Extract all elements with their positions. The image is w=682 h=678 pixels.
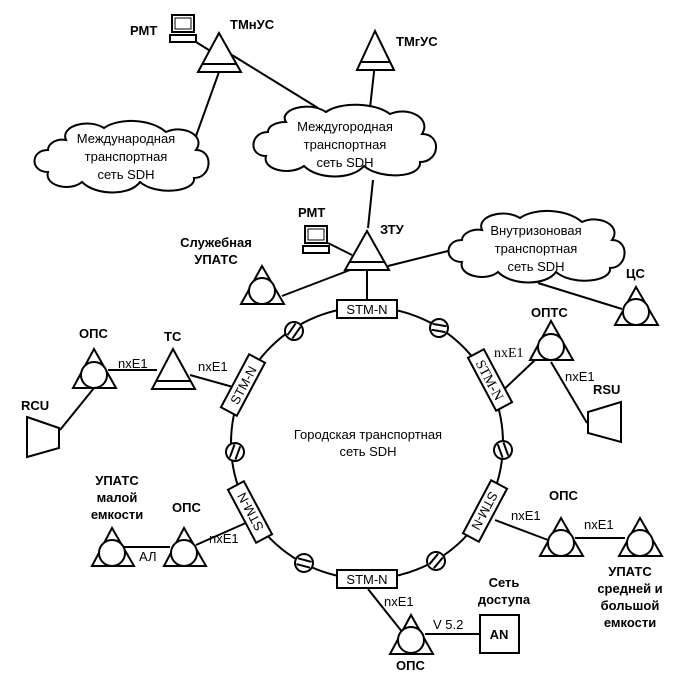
- link-label-nxe1: nxE1: [118, 356, 148, 371]
- cloud-international-line2: транспортная: [85, 149, 168, 164]
- regenerator-icon: [294, 553, 314, 573]
- cloud-international: Международная транспортная сеть SDH: [33, 119, 210, 194]
- city-ring: [230, 306, 504, 580]
- rcu-label: RCU: [21, 398, 49, 413]
- link-label-nxe1: nxE1: [384, 594, 414, 609]
- upats-large-label-line3: большой: [601, 598, 660, 613]
- regenerator-icon: [493, 440, 513, 460]
- an-label: AN: [490, 627, 509, 642]
- ops-lower-left-label: ОПС: [172, 500, 201, 515]
- cloud-longdistance-line1: Междугородная: [297, 119, 393, 134]
- link-label-nxe1: nxE1: [511, 508, 541, 523]
- link-opts-rsu: [550, 361, 588, 424]
- access-net-label-line1: Сеть: [489, 575, 520, 590]
- link-intrazone-cs: [537, 282, 623, 310]
- regenerator-icon: [429, 318, 449, 338]
- link-ztu-intrazone: [387, 249, 453, 267]
- tmnus-node-icon: [196, 30, 243, 73]
- rcu-icon: [26, 415, 60, 459]
- tmgus-label: ТМгУС: [396, 34, 438, 49]
- link-label-nxe1: nxE1: [209, 531, 239, 546]
- ops-right-label: ОПС: [549, 488, 578, 503]
- opts-label: ОПТС: [531, 305, 568, 320]
- connections: [59, 41, 625, 635]
- stm-mux-right-lower: STM-N: [461, 478, 509, 544]
- upats-small-label-line1: УПАТС: [95, 473, 139, 488]
- cloud-longdistance-line2: транспортная: [304, 137, 387, 152]
- cloud-international-line3: сеть SDH: [97, 167, 154, 182]
- link-label-al: АЛ: [139, 549, 157, 564]
- computer-icon: [169, 14, 197, 43]
- service-upats-node-icon: [239, 263, 286, 305]
- cloud-longdistance-line3: сеть SDH: [316, 155, 373, 170]
- link-label-nxe1: nxE1: [565, 369, 595, 384]
- link-tmnus-international: [195, 71, 220, 137]
- link-ops-rcu: [59, 387, 95, 431]
- opts-node-icon: [528, 318, 575, 361]
- rsu-label: RSU: [593, 382, 620, 397]
- link-stm-ops-bottom: [367, 588, 404, 634]
- link-label-v52: V 5.2: [433, 617, 463, 632]
- computer-icon: [302, 225, 330, 254]
- stm-mux-top-label: STM-N: [346, 302, 387, 317]
- upats-large-label-line1: УПАТС: [608, 564, 652, 579]
- tmnus-label: ТМнУС: [230, 17, 275, 32]
- cloud-intrazone-line2: транспортная: [495, 241, 578, 256]
- ztu-node-icon: [343, 228, 391, 271]
- regenerator-icon: [225, 442, 245, 462]
- ring-label-line2: сеть SDH: [339, 444, 396, 459]
- link-rmt-ztu: [327, 242, 353, 256]
- upats-large-label-line2: средней и: [597, 581, 662, 596]
- regenerator-icon: [284, 321, 304, 341]
- rsu-icon: [587, 400, 622, 444]
- ts-label: ТС: [164, 329, 182, 344]
- cloud-longdistance: Междугородная транспортная сеть SDH: [252, 103, 437, 178]
- cloud-intrazone: Внутризоновая транспортная сеть SDH: [447, 209, 626, 284]
- link-stm-ops-lower-left: [195, 521, 249, 546]
- tmgus-node-icon: [355, 28, 396, 71]
- stm-mux-top: STM-N: [336, 299, 398, 319]
- link-ts-stm: [189, 374, 234, 388]
- ops-bottom-label: ОПС: [396, 658, 425, 673]
- cloud-international-line1: Международная: [77, 131, 175, 146]
- ts-node-icon: [150, 346, 197, 390]
- cs-label: ЦС: [626, 266, 645, 281]
- ops-left-label: ОПС: [79, 326, 108, 341]
- link-tmnus-longdistance: [231, 54, 319, 109]
- link-label-nxe1: nxE1: [584, 517, 614, 532]
- upats-small-node-icon: [90, 525, 136, 567]
- ring-label-line1: Городская транспортная: [294, 427, 442, 442]
- ops-right-node-icon: [538, 515, 585, 557]
- cs-node-icon: [613, 284, 660, 326]
- access-net-label-line2: доступа: [478, 592, 531, 607]
- ops-lower-left-node-icon: [162, 525, 208, 567]
- ops-left-node-icon: [71, 346, 118, 389]
- service-upats-label-line2: УПАТС: [194, 252, 238, 267]
- link-longdistance-ztu: [367, 179, 374, 229]
- regenerator-icon: [426, 551, 446, 571]
- stm-mux-bottom: STM-N: [336, 569, 398, 589]
- ops-bottom-node-icon: [388, 612, 435, 655]
- cloud-intrazone-line1: Внутризоновая: [490, 223, 581, 238]
- link-stm-ops-right: [494, 519, 549, 541]
- ztu-label: ЗТУ: [380, 222, 405, 237]
- rmt-top-label: РМТ: [130, 23, 157, 38]
- stm-mux-bottom-label: STM-N: [346, 572, 387, 587]
- link-ztu-service-upats: [281, 269, 351, 297]
- upats-small-label-line3: емкости: [91, 507, 143, 522]
- link-label-nxe1: nxE1: [494, 346, 524, 361]
- link-label-nxe1: nxE1: [198, 359, 228, 374]
- upats-large-label-line4: емкости: [604, 615, 656, 630]
- service-upats-label-line1: Служебная: [180, 235, 252, 250]
- rmt-mid-label: РМТ: [298, 205, 325, 220]
- access-node-box: [479, 614, 520, 654]
- cloud-intrazone-line3: сеть SDH: [507, 259, 564, 274]
- upats-small-label-line2: малой: [97, 490, 138, 505]
- upats-large-node-icon: [617, 515, 664, 557]
